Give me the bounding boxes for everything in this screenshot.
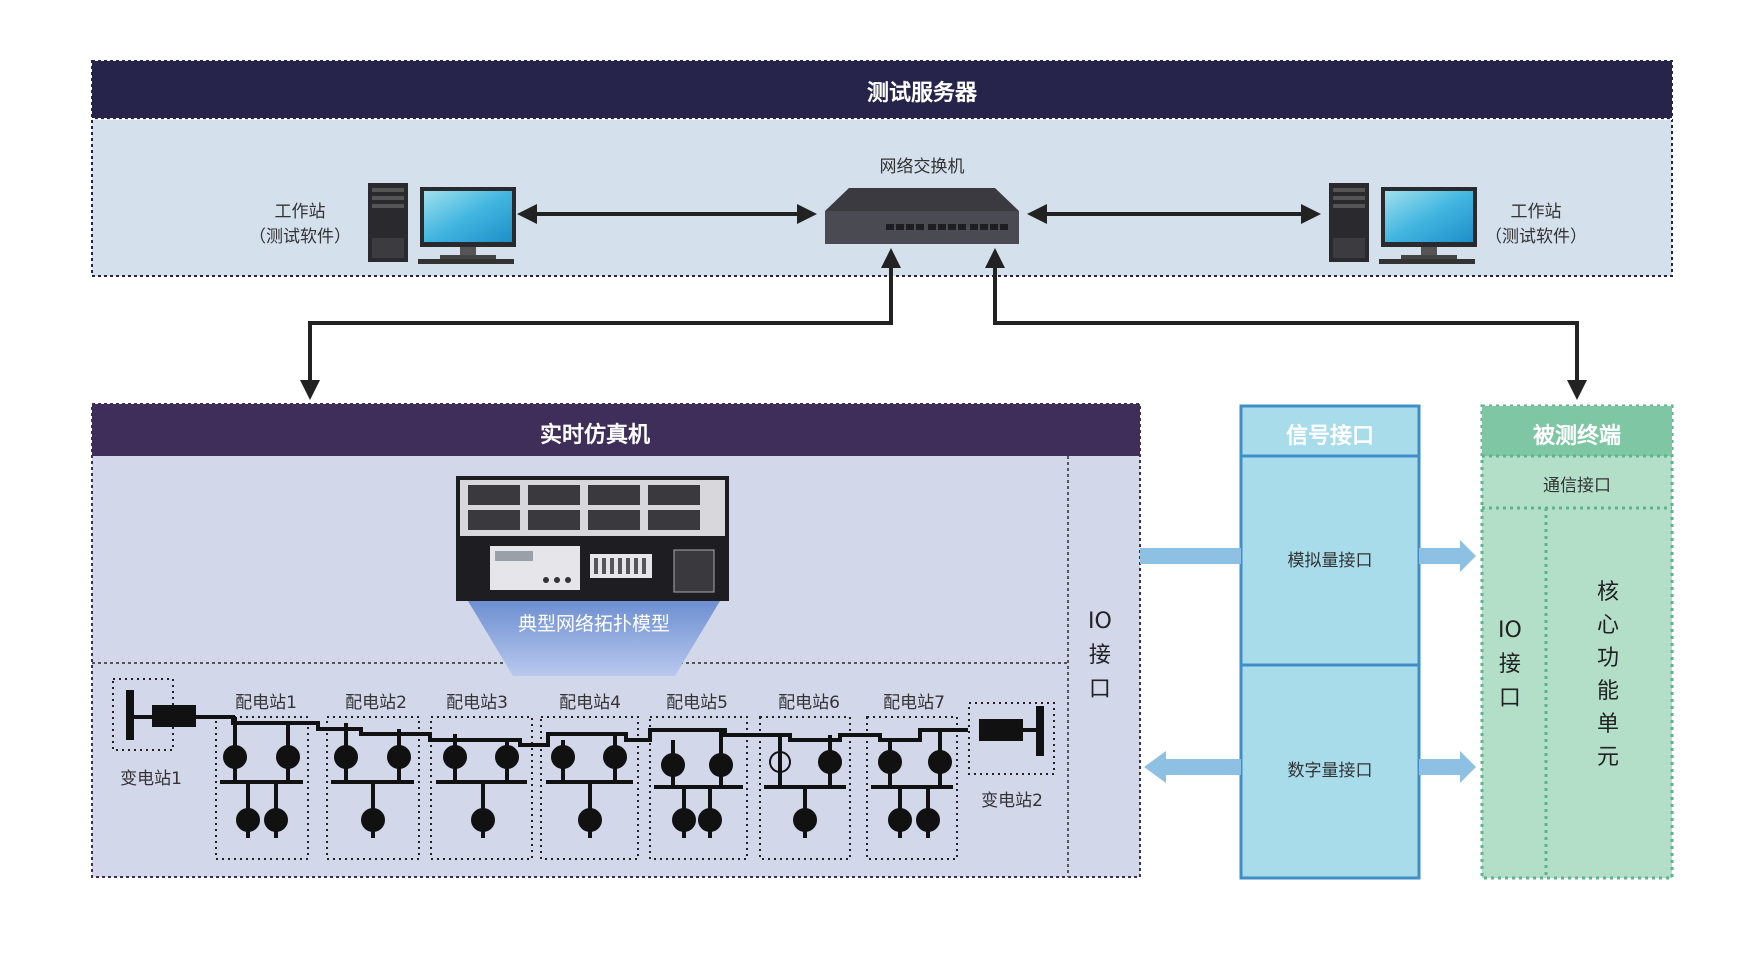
workstation-right-label: 工作站 （测试软件） xyxy=(1485,197,1587,247)
dut-panel xyxy=(1480,404,1674,880)
station-6-box xyxy=(759,716,851,860)
analog-interface-label: 模拟量接口 xyxy=(1287,551,1373,571)
core-char-1: 核 xyxy=(1597,580,1620,605)
arrow-digital-to-sim xyxy=(1144,751,1241,783)
topology-model xyxy=(112,678,1055,860)
workstation-left-label: 工作站 （测试软件） xyxy=(249,197,351,247)
dut-io-char-1: IO xyxy=(1498,618,1522,643)
core-char-3: 功 xyxy=(1597,646,1620,671)
workstation-left-line1: 工作站 xyxy=(274,202,326,222)
station-label-7: 配电站7 xyxy=(883,693,945,713)
signal-arrows xyxy=(1140,540,1476,783)
substation-2-label: 变电站2 xyxy=(981,791,1043,811)
station-label-6: 配电站6 xyxy=(778,693,840,713)
core-char-2: 心 xyxy=(1597,613,1620,638)
station-label-1: 配电站1 xyxy=(235,693,297,713)
sim-io-char-2: 接 xyxy=(1088,643,1111,668)
core-char-5: 单 xyxy=(1597,712,1620,737)
station-5-box xyxy=(649,716,748,860)
model-funnel xyxy=(468,601,720,676)
workstation-right-icon xyxy=(1329,183,1477,264)
server-title: 测试服务器 xyxy=(866,81,978,106)
network-connections xyxy=(300,204,1587,400)
workstation-left-line2: （测试软件） xyxy=(249,227,351,247)
station-3-box xyxy=(430,716,533,860)
signal-interface-title: 信号接口 xyxy=(1285,424,1375,449)
comm-interface-label: 通信接口 xyxy=(1543,476,1611,496)
model-label: 典型网络拓扑模型 xyxy=(517,613,671,635)
dut-io-char-2: 接 xyxy=(1498,652,1521,677)
dut-io-label: IO 接 口 xyxy=(1498,614,1522,716)
dut-io-char-3: 口 xyxy=(1498,686,1521,711)
substation-1-box xyxy=(112,678,174,751)
station-1-box xyxy=(215,716,309,860)
simulator-title: 实时仿真机 xyxy=(539,423,651,448)
station-label-2: 配电站2 xyxy=(345,693,407,713)
arrow-digital-to-dut xyxy=(1419,751,1476,783)
workstation-right-line2: （测试软件） xyxy=(1485,227,1587,247)
signal-interface-panel xyxy=(1239,404,1421,880)
station-label-5: 配电站5 xyxy=(666,693,728,713)
station-4-box xyxy=(540,716,639,860)
switch-label: 网络交换机 xyxy=(879,157,965,177)
station-label-4: 配电站4 xyxy=(559,693,621,713)
simulator-hardware-icon xyxy=(456,476,729,676)
station-7-box xyxy=(866,716,958,860)
arrow-analog-to-dut xyxy=(1419,540,1476,572)
arrow-sim-to-analog xyxy=(1140,548,1241,564)
substation-1-label: 变电站1 xyxy=(120,769,182,789)
station-boxes xyxy=(112,678,1055,860)
dut-title: 被测终端 xyxy=(1532,424,1622,449)
core-function-unit-label: 核 心 功 能 单 元 xyxy=(1597,576,1619,774)
sim-io-char-1: IO xyxy=(1088,609,1112,634)
station-2-box xyxy=(326,716,420,860)
station-label-3: 配电站3 xyxy=(446,693,508,713)
sim-io-char-3: 口 xyxy=(1088,677,1111,702)
digital-interface-label: 数字量接口 xyxy=(1287,761,1373,781)
workstation-right-line1: 工作站 xyxy=(1510,202,1562,222)
network-switch-icon xyxy=(825,188,1019,244)
core-char-6: 元 xyxy=(1597,745,1620,770)
substation-2-box xyxy=(968,702,1055,775)
simulator-io-label: IO 接 口 xyxy=(1088,605,1112,707)
core-char-4: 能 xyxy=(1597,679,1620,704)
